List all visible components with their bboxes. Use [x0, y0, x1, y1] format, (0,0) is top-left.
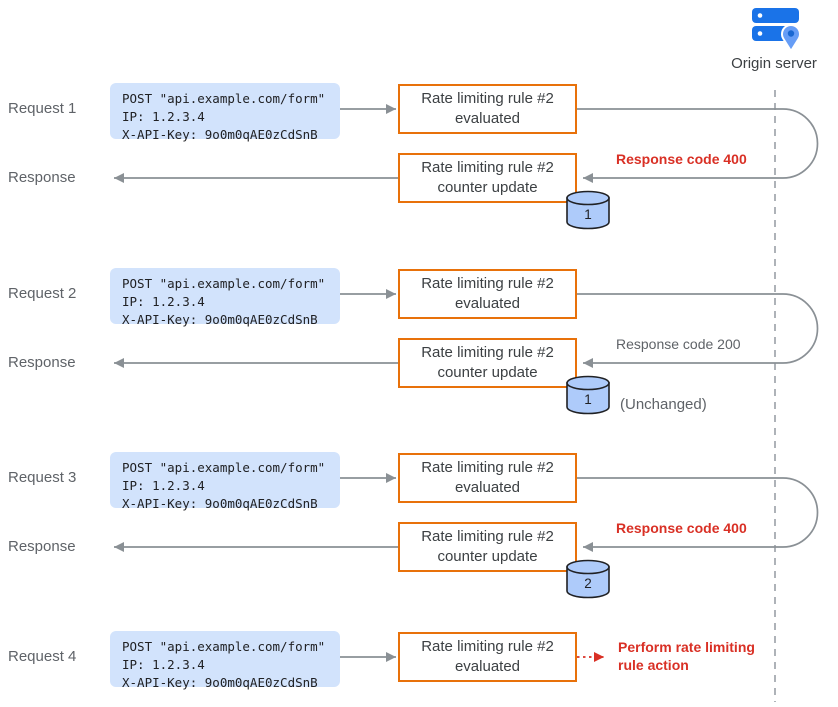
request-1-payload: POST "api.example.com/form" IP: 1.2.3.4 …: [110, 83, 340, 142]
request-2-payload: POST "api.example.com/form" IP: 1.2.3.4 …: [110, 268, 340, 327]
request-line-method: POST "api.example.com/form": [122, 460, 326, 475]
request-line-apikey: X-API-Key: 9o0m0qAE0zCdSnB: [122, 675, 318, 691]
origin-roundtrip-arc-1: [577, 108, 819, 183]
rule-box-line2: counter update: [437, 548, 538, 565]
origin-roundtrip-arc-3: [577, 477, 819, 552]
request-2-label: Request 2: [8, 285, 77, 302]
rule-box-line1: Rate limiting rule #2: [421, 527, 554, 545]
rule-box-line1: Rate limiting rule #2: [421, 89, 554, 107]
response-code-1: Response code 400: [616, 151, 747, 167]
counter-unchanged-note: (Unchanged): [620, 396, 707, 413]
rule-counter-box-1: Rate limiting rule #2 counter update: [398, 153, 577, 203]
rule-box-line1: Rate limiting rule #2: [421, 637, 554, 655]
response-1-label: Response: [8, 169, 76, 186]
rule-box-line1: Rate limiting rule #2: [421, 343, 554, 361]
origin-server-label: Origin server: [731, 55, 817, 72]
request-3-label: Request 3: [8, 469, 77, 486]
request-4-payload: POST "api.example.com/form" IP: 1.2.3.4 …: [110, 631, 340, 690]
rule-evaluated-box-4: Rate limiting rule #2 evaluated: [398, 632, 577, 682]
origin-roundtrip-arc-2: [577, 293, 819, 368]
request-3-payload: POST "api.example.com/form" IP: 1.2.3.4 …: [110, 452, 340, 511]
rule-box-line2: counter update: [437, 364, 538, 381]
request-line-ip: IP: 1.2.3.4: [122, 294, 205, 310]
origin-server-icon: [752, 8, 801, 53]
counter-db-value-1: 1: [584, 207, 592, 222]
counter-db-value-3: 2: [584, 576, 592, 591]
request-line-method: POST "api.example.com/form": [122, 91, 326, 106]
rule-box-line2: evaluated: [454, 658, 521, 675]
response-3-label: Response: [8, 538, 76, 555]
request-line-apikey: X-API-Key: 9o0m0qAE0zCdSnB: [122, 127, 318, 143]
rule-box-line2: counter update: [437, 179, 538, 196]
request-1-label: Request 1: [8, 100, 77, 117]
rule-box-line1: Rate limiting rule #2: [421, 158, 554, 176]
counter-db-value-2: 1: [584, 392, 592, 407]
rule-counter-box-3: Rate limiting rule #2 counter update: [398, 522, 577, 572]
request-line-ip: IP: 1.2.3.4: [122, 657, 205, 673]
rule-evaluated-box-2: Rate limiting rule #2 evaluated: [398, 269, 577, 319]
request-line-ip: IP: 1.2.3.4: [122, 478, 205, 494]
response-2-label: Response: [8, 354, 76, 371]
rule-counter-box-2: Rate limiting rule #2 counter update: [398, 338, 577, 388]
request-line-method: POST "api.example.com/form": [122, 276, 326, 291]
request-line-apikey: X-API-Key: 9o0m0qAE0zCdSnB: [122, 312, 318, 328]
request-line-method: POST "api.example.com/form": [122, 639, 326, 654]
rule-evaluated-box-3: Rate limiting rule #2 evaluated: [398, 453, 577, 503]
rule-box-line1: Rate limiting rule #2: [421, 458, 554, 476]
rule-box-line2: evaluated: [454, 479, 521, 496]
rate-limit-action-label: Perform rate limiting rule action: [618, 639, 755, 674]
rule-box-line2: evaluated: [454, 295, 521, 312]
rule-box-line2: evaluated: [454, 110, 521, 127]
request-line-ip: IP: 1.2.3.4: [122, 109, 205, 125]
rule-box-line1: Rate limiting rule #2: [421, 274, 554, 292]
request-4-label: Request 4: [8, 648, 77, 665]
request-line-apikey: X-API-Key: 9o0m0qAE0zCdSnB: [122, 496, 318, 512]
response-code-2: Response code 200: [616, 336, 741, 352]
rule-evaluated-box-1: Rate limiting rule #2 evaluated: [398, 84, 577, 134]
response-code-3: Response code 400: [616, 520, 747, 536]
